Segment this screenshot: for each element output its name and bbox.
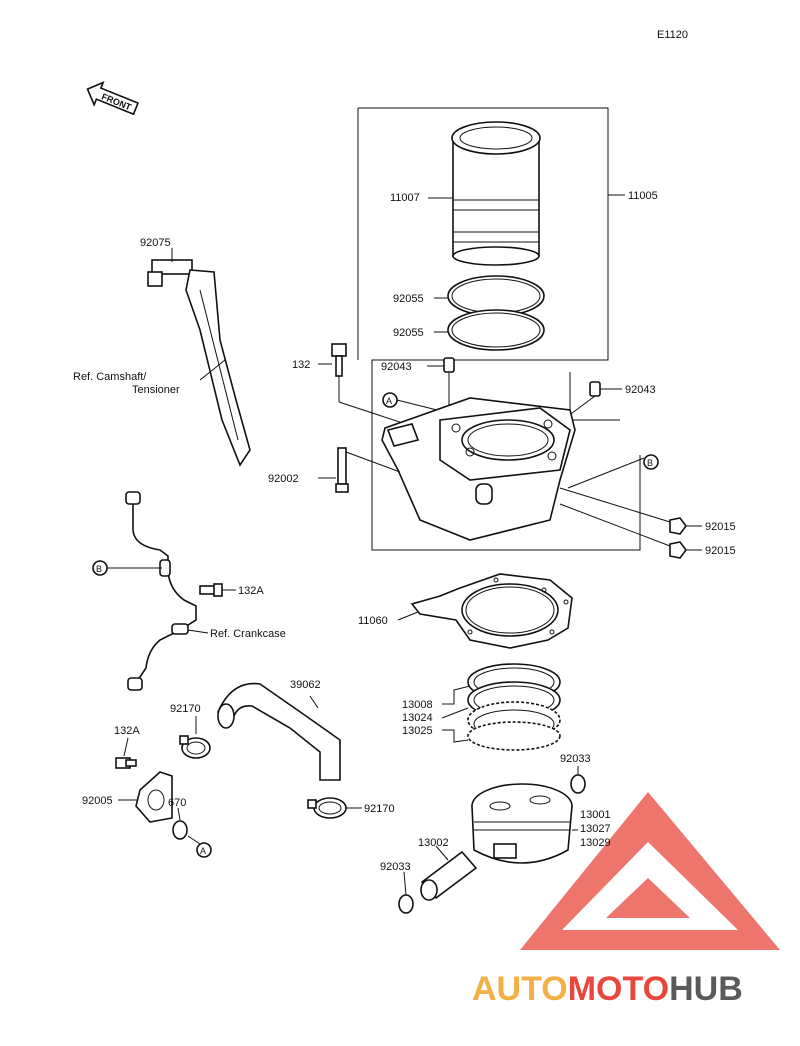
label-11005: 11005 [628,190,658,202]
hose-clamp-upper [179,735,211,759]
dowel-pin-a [443,357,455,373]
svg-text:B: B [647,458,653,468]
label-132a-top: 132A [238,585,264,597]
o-ring-lower [447,309,545,351]
label-13027: 13027 [580,823,611,835]
label-13001: 13001 [580,809,611,821]
label-ref-camshaft: Ref. Camshaft/ [73,371,147,383]
diagram-code: E1120 [657,29,688,41]
label-ref-tensioner: Tensioner [132,384,180,396]
piston-pin [420,850,478,901]
cylinder-kit-bracket [358,107,609,372]
head-gasket [410,573,573,649]
label-ref-crankcase: Ref. Crankcase [210,628,286,640]
label-13024: 13024 [402,712,433,724]
label-11007: 11007 [390,192,420,204]
circlip-right [570,774,586,794]
label-132a-bottom: 132A [114,725,140,737]
piston-rings [467,663,561,751]
nut-92015-b [669,541,687,559]
cylinder-block [381,397,576,541]
label-13002: 13002 [418,837,449,849]
label-13029: 13029 [580,837,611,849]
piston [471,783,573,864]
label-13008: 13008 [402,699,433,711]
label-92043-a: 92043 [381,361,412,373]
svg-text:B: B [96,564,102,574]
label-670: 670 [168,797,186,809]
label-92015-a: 92015 [705,521,736,533]
o-ring-670 [172,820,188,840]
bolt-92002 [335,447,349,493]
watermark-logo [520,792,780,950]
label-92170-a: 92170 [170,703,201,715]
label-13025: 13025 [402,725,433,737]
nut-92015-a [669,517,687,535]
label-92002: 92002 [268,473,299,485]
marker-a-lower [196,842,212,858]
label-11060: 11060 [358,615,388,627]
marker-b-right [643,454,659,470]
svg-text:A: A [386,396,392,406]
label-92005: 92005 [82,795,113,807]
dowel-pin-b [589,381,601,397]
oil-pipe [125,491,197,691]
label-92055-a: 92055 [393,293,424,305]
label-92015-b: 92015 [705,545,736,557]
label-132: 132 [292,359,310,371]
water-fitting [135,771,173,823]
label-92055-b: 92055 [393,327,424,339]
cylinder-sleeve [451,121,541,266]
front-arrow-icon: FRONT [86,81,140,116]
label-92043-b: 92043 [625,384,656,396]
label-39062: 39062 [290,679,321,691]
label-92033-a: 92033 [560,753,591,765]
water-hose [217,682,341,781]
chain-guide [147,259,251,467]
label-92170-b: 92170 [364,803,395,815]
svg-text:A: A [200,846,206,856]
watermark-text: AUTOMOTOHUB [472,970,743,1008]
bolt-132a-lower [115,757,137,769]
circlip-left [398,894,414,914]
bolt-132 [331,343,347,377]
label-92075: 92075 [140,237,171,249]
label-92033-b: 92033 [380,861,411,873]
hose-clamp-lower [307,797,347,819]
